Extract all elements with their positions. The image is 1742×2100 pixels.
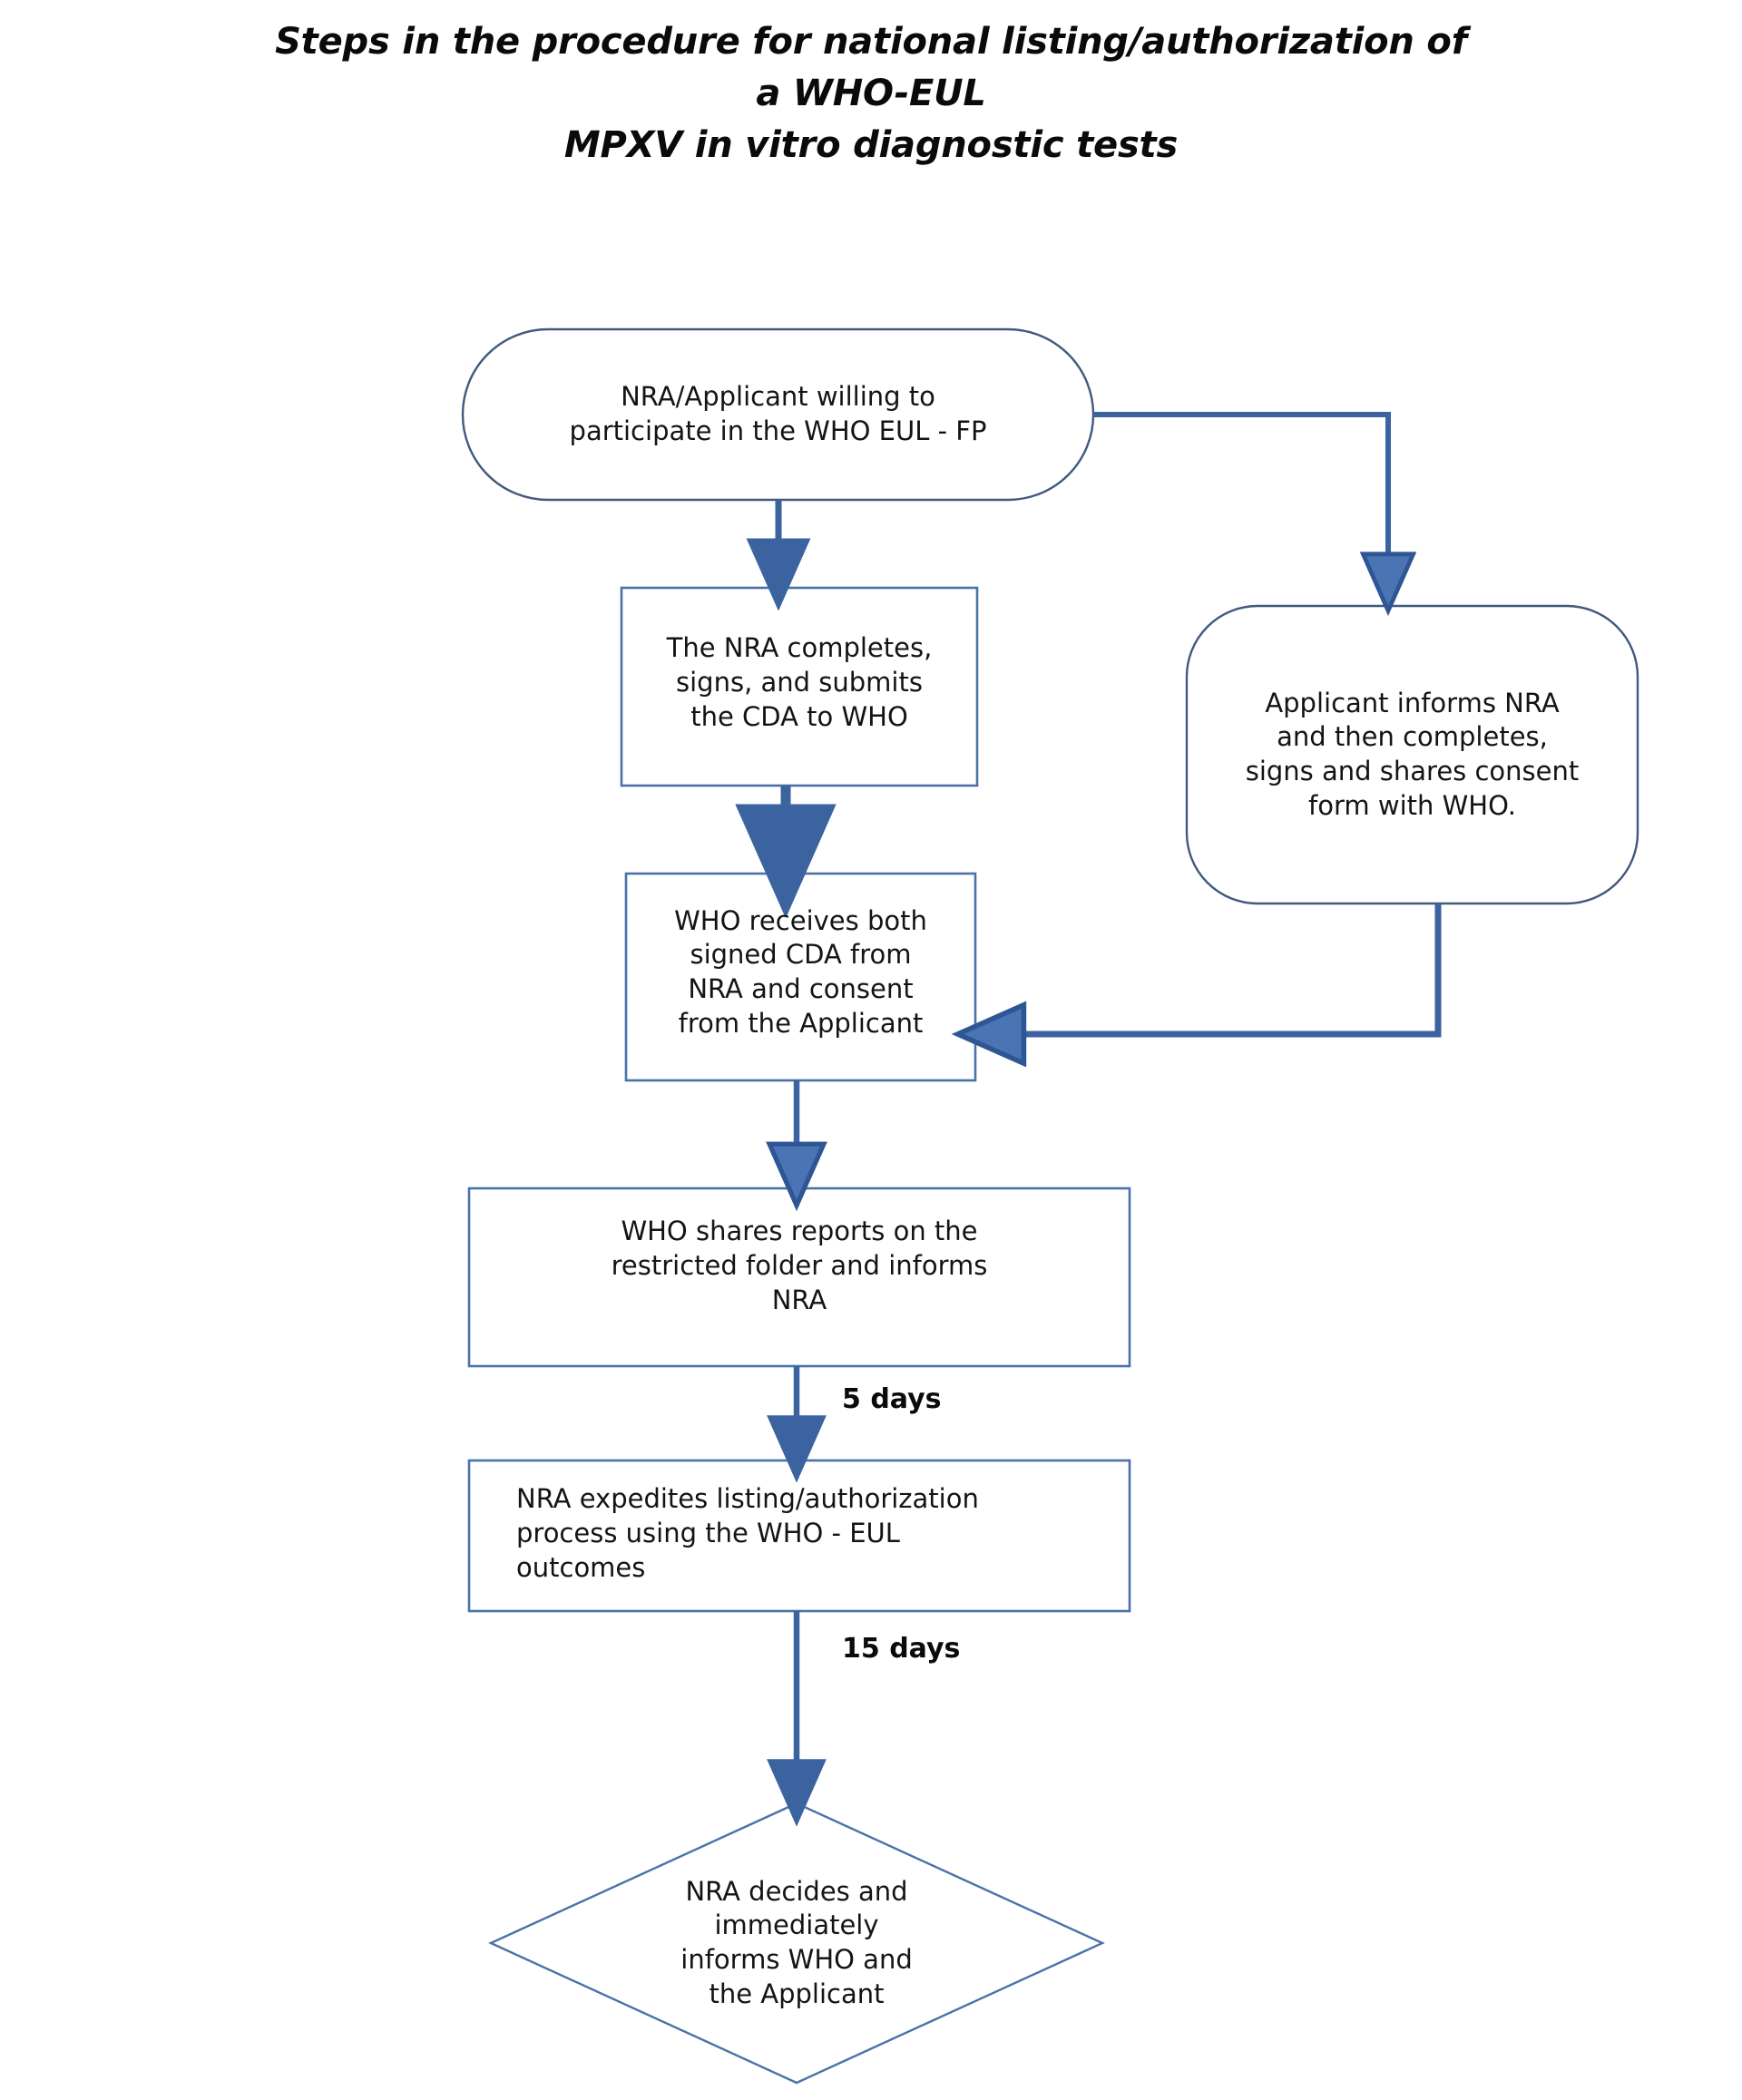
edge-label-15-days: 15 days xyxy=(842,1633,961,1665)
connector-applicant-consent-to-who-receives xyxy=(951,903,1442,1068)
page-title: Steps in the procedure for national list… xyxy=(275,21,1467,166)
node-label-nra-decides: NRA decides and immediately informs WHO … xyxy=(680,1875,913,2009)
node-label-who-shares: WHO shares reports on the restricted fol… xyxy=(611,1216,988,1315)
node-label-applicant-consent: Applicant informs NRA and then completes… xyxy=(1245,687,1580,821)
node-label-nra-expedites: NRA expedites listing/authorization proc… xyxy=(516,1483,979,1583)
connector-start-to-applicant-consent xyxy=(1093,412,1417,617)
edge-label-5-days: 5 days xyxy=(842,1383,942,1415)
node-label-nra-cda: The NRA completes, signs, and submits th… xyxy=(666,632,933,732)
node-label-who-receives: WHO receives both signed CDA from NRA an… xyxy=(674,904,927,1039)
node-label-start: NRA/Applicant willing to participate in … xyxy=(569,381,987,446)
